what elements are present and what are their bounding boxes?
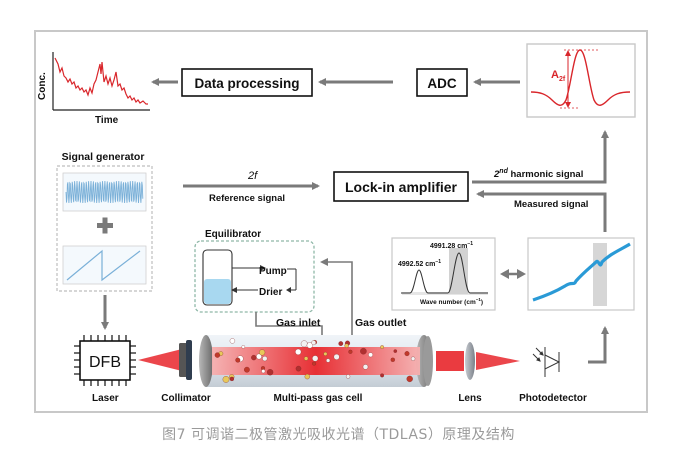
gas-molecule [266, 369, 274, 376]
data-processing-box: Data processing [181, 68, 313, 97]
gas-molecule [303, 356, 309, 361]
gas-molecule [300, 340, 308, 348]
gas-molecule [338, 341, 344, 346]
gas-outlet-label: Gas outlet [355, 317, 407, 329]
double-arrow [500, 269, 526, 279]
gas-molecule [312, 355, 319, 362]
dfb-laser-chip: DFB [74, 335, 136, 386]
two-f-label: 2f [247, 170, 258, 182]
gas-molecule [362, 364, 369, 370]
signal-generator-panel [56, 165, 153, 292]
gas-inlet-label: Gas inlet [276, 317, 321, 329]
gas-molecule [295, 365, 302, 372]
gas-molecule [380, 345, 384, 349]
gas-cell-label: Multi-pass gas cell [274, 393, 363, 404]
gas-molecule [306, 342, 313, 349]
gas-molecule [259, 349, 266, 356]
sawtooth-wave [66, 249, 141, 282]
gas-molecule [256, 353, 262, 360]
lock-in-amplifier-box: Lock-in amplifier [333, 171, 469, 202]
peak2-label: 4992.52 cm−1 [398, 259, 441, 268]
gas-molecule [222, 376, 230, 383]
sine-wave [65, 180, 144, 204]
harmonic-signal-arrow [472, 130, 609, 184]
gas-molecules [214, 338, 416, 383]
lock-in-amplifier-label: Lock-in amplifier [345, 179, 458, 195]
gas-molecule [326, 358, 331, 363]
concentration-trace [54, 57, 148, 105]
gas-molecule [393, 349, 398, 353]
gas-molecule [323, 351, 328, 356]
gas-molecule [311, 340, 317, 346]
gas-molecule [312, 361, 317, 366]
gas-molecule [360, 347, 367, 355]
gas-inlet-line [255, 312, 326, 345]
laser-beam-focused [476, 352, 520, 370]
measured-signal-arrow [476, 190, 607, 232]
water-fill [204, 279, 231, 304]
gas-molecule [333, 353, 340, 360]
second-harmonic-panel: A2f [526, 43, 636, 118]
laser-beam-in [138, 349, 182, 371]
gas-molecule [262, 356, 268, 362]
gas-molecule [295, 348, 302, 355]
gas-molecule [348, 349, 353, 354]
gas-molecule [261, 369, 266, 374]
lens [465, 342, 475, 380]
data-processing-label: Data processing [194, 76, 299, 91]
figure-caption: 图7 可调谐二极管激光吸收光谱（TDLAS）原理及结构 [162, 427, 515, 443]
gas-molecule [229, 338, 236, 344]
gas-molecule [241, 345, 246, 349]
absorption-spectrum-panel: 4991.28 cm−1 4992.52 cm−1 Wave number (c… [391, 237, 496, 311]
drier-label: Drier [259, 287, 282, 298]
photodetector-label: Photodetector [519, 393, 587, 404]
signal-generator-label: Signal generator [62, 151, 145, 163]
peak1-label: 4991.28 cm−1 [430, 241, 473, 250]
time-axis-label: Time [95, 115, 119, 126]
pump-label: Pump [259, 266, 287, 277]
multi-pass-gas-cell [199, 335, 433, 387]
gas-molecule [380, 373, 385, 378]
gas-molecule [345, 374, 351, 379]
gas-molecule [304, 373, 310, 380]
gas-molecule [244, 366, 250, 373]
reference-signal-label: Reference signal [209, 193, 285, 204]
measured-signal-label: Measured signal [514, 199, 588, 210]
plus-icon [97, 217, 113, 234]
a2f-label: A2f [551, 69, 566, 83]
gas-molecule [406, 375, 413, 383]
gas-molecule [344, 343, 349, 348]
wave-number-label: Wave number (cm−1) [420, 297, 483, 306]
gas-molecule [410, 356, 416, 361]
concentration-plot: Conc. Time [37, 52, 150, 126]
spectrum-curve [401, 252, 488, 294]
dfb-pins [74, 335, 136, 386]
lens-label: Lens [458, 393, 482, 404]
gas-molecule [404, 351, 410, 357]
collimator [179, 340, 192, 380]
laser-label: Laser [92, 393, 119, 404]
gas-molecule [235, 357, 241, 363]
collimator-label: Collimator [161, 393, 211, 404]
gas-molecule [251, 354, 257, 361]
photodiode-icon [532, 347, 561, 377]
harmonic-signal-label: 2nd harmonic signal [493, 168, 583, 180]
diagram-frame [34, 30, 648, 413]
gas-molecule [390, 357, 395, 362]
laser-beam-out [436, 351, 464, 371]
gas-molecule [368, 352, 373, 358]
detector-signal-panel [527, 237, 635, 311]
adc-box: ADC [416, 68, 468, 97]
detector-signal-curve [532, 242, 631, 302]
equilibrator-panel: Pump Drier [194, 240, 315, 313]
gas-molecule [229, 376, 235, 382]
adc-label: ADC [427, 76, 456, 91]
gas-molecule [214, 352, 221, 358]
arrow-detector-up [588, 326, 609, 364]
dfb-label: DFB [89, 354, 121, 371]
conc-axis-label: Conc. [37, 72, 48, 100]
gas-outlet-line [320, 258, 353, 336]
equilibrator-label: Equilibrator [205, 229, 261, 240]
